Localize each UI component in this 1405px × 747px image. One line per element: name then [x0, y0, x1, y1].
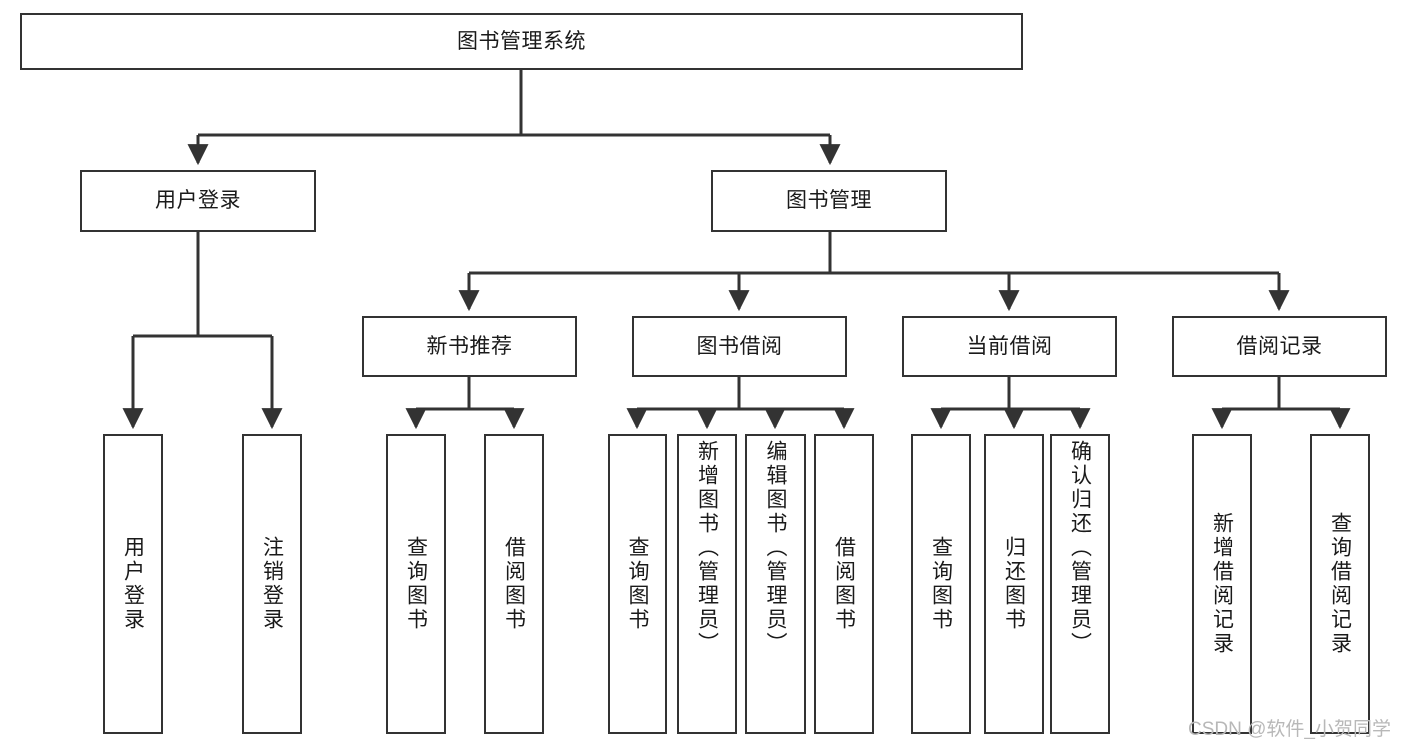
node-leaf-user-login[interactable]: 用户登录 — [103, 434, 163, 734]
node-leaf-borrow-book-1[interactable]: 借阅图书 — [484, 434, 544, 734]
node-leaf-borrow-book-2-label: 借阅图书 — [832, 536, 856, 632]
node-leaf-add-book[interactable]: 新增图书（管理员） — [677, 434, 737, 734]
node-leaf-query-book-2-label: 查询图书 — [626, 536, 649, 632]
node-leaf-add-record[interactable]: 新增借阅记录 — [1192, 434, 1252, 734]
node-leaf-borrow-book-2[interactable]: 借阅图书 — [814, 434, 874, 734]
node-leaf-query-book-1-label: 查询图书 — [404, 536, 428, 632]
node-leaf-user-login-label: 用户登录 — [121, 536, 145, 632]
node-leaf-return-book[interactable]: 归还图书 — [984, 434, 1044, 734]
node-root-label: 图书管理系统 — [457, 29, 586, 53]
node-leaf-query-record[interactable]: 查询借阅记录 — [1310, 434, 1370, 734]
node-borrow-record-label: 借阅记录 — [1236, 334, 1323, 358]
node-leaf-query-book-3[interactable]: 查询图书 — [911, 434, 971, 734]
node-new-book-recommend[interactable]: 新书推荐 — [362, 316, 577, 377]
node-book-management[interactable]: 图书管理 — [711, 170, 947, 232]
node-user-login[interactable]: 用户登录 — [80, 170, 316, 232]
node-current-borrow[interactable]: 当前借阅 — [902, 316, 1117, 377]
node-borrow-record[interactable]: 借阅记录 — [1172, 316, 1387, 377]
node-leaf-query-book-3-label: 查询图书 — [929, 536, 953, 632]
node-leaf-edit-book-label: 编辑图书（管理员） — [764, 440, 787, 656]
node-new-book-recommend-label: 新书推荐 — [426, 334, 513, 358]
csdn-watermark: CSDN @软件_小贺同学 — [1188, 719, 1391, 740]
node-leaf-return-book-label: 归还图书 — [1002, 536, 1026, 632]
node-leaf-logout-label: 注销登录 — [260, 536, 284, 632]
node-leaf-borrow-book-1-label: 借阅图书 — [502, 536, 526, 632]
node-leaf-confirm-return-label: 确认归还（管理员） — [1068, 440, 1092, 656]
node-leaf-query-book-2[interactable]: 查询图书 — [608, 434, 667, 734]
node-current-borrow-label: 当前借阅 — [966, 334, 1053, 358]
node-leaf-add-book-label: 新增图书（管理员） — [695, 440, 719, 656]
node-leaf-confirm-return[interactable]: 确认归还（管理员） — [1050, 434, 1110, 734]
node-user-login-label: 用户登录 — [155, 189, 241, 213]
node-book-borrow-label: 图书借阅 — [696, 334, 783, 358]
node-leaf-edit-book[interactable]: 编辑图书（管理员） — [745, 434, 806, 734]
node-book-borrow[interactable]: 图书借阅 — [632, 316, 847, 377]
node-root[interactable]: 图书管理系统 — [20, 13, 1023, 70]
node-leaf-query-record-label: 查询借阅记录 — [1328, 512, 1352, 656]
node-leaf-logout[interactable]: 注销登录 — [242, 434, 302, 734]
node-leaf-query-book-1[interactable]: 查询图书 — [386, 434, 446, 734]
node-book-management-label: 图书管理 — [786, 189, 872, 213]
node-leaf-add-record-label: 新增借阅记录 — [1210, 512, 1234, 656]
